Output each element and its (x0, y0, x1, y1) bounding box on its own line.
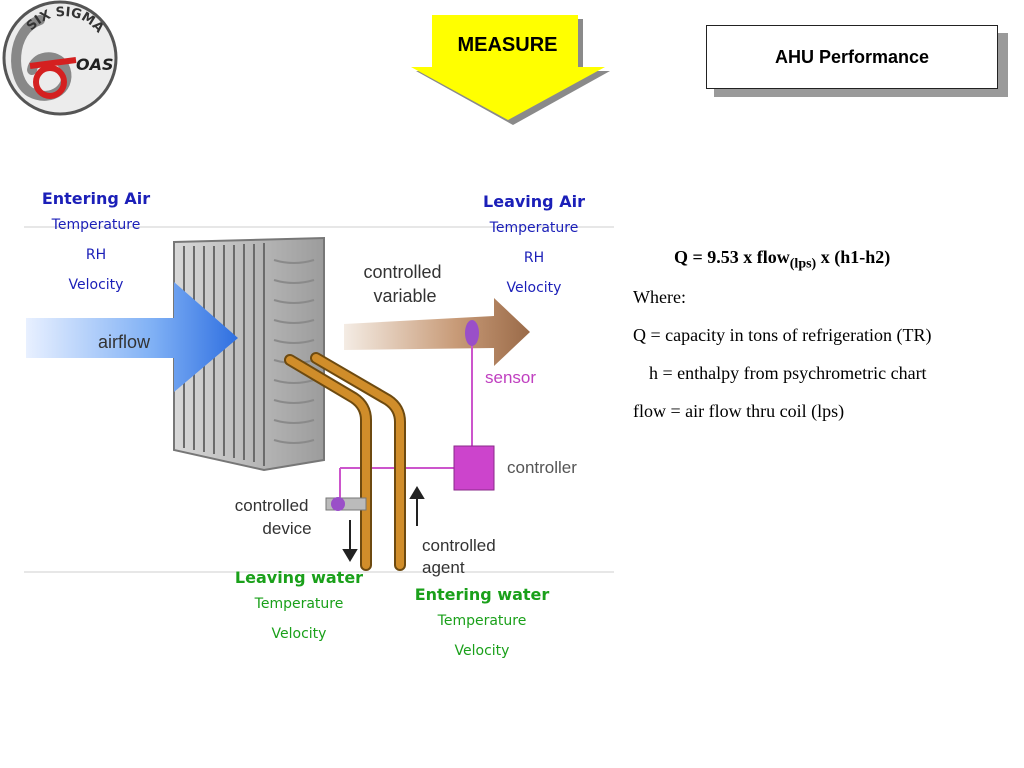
sensor-label: sensor (485, 368, 536, 387)
pipes-icon (284, 352, 406, 571)
formula-where: Where: (633, 286, 686, 307)
entering-air-velocity: Velocity (68, 277, 124, 293)
leaving-water-group: Leaving water Temperature Velocity (226, 567, 372, 649)
leaving-air-group: Leaving Air Temperature RH Velocity (476, 191, 592, 303)
leaving-water-heading: Leaving water (234, 568, 364, 587)
controller-icon (453, 445, 495, 491)
measure-banner (411, 15, 610, 125)
controlled-device-valve-icon (325, 497, 367, 511)
entering-air-heading: Entering Air (41, 189, 151, 208)
logo-side-text: OAS (76, 55, 114, 74)
controlled-agent-label: controlled agent (422, 536, 500, 577)
six-sigma-logo: SIX SIGMA OAS (2, 0, 118, 116)
airflow-arrow-icon (26, 282, 238, 392)
formula-block: Q = 9.53 x flow(lps) x (h1-h2) Where: Q … (633, 244, 1013, 430)
leaving-air-velocity: Velocity (506, 280, 562, 296)
controlled-device-label: controlled device (235, 496, 313, 538)
entering-water-group: Entering water Temperature Velocity (406, 584, 558, 666)
entering-water-heading: Entering water (414, 585, 550, 604)
entering-air-group: Entering Air Temperature RH Velocity (36, 188, 156, 300)
formula-q-definition: Q = capacity in tons of refrigeration (T… (633, 324, 932, 345)
airflow-label: airflow (98, 332, 151, 352)
formula-prefix: Q = 9.53 x flow (674, 247, 790, 267)
page-title: AHU Performance (774, 46, 930, 67)
title-box: AHU Performance (706, 25, 998, 89)
leaving-air-rh: RH (523, 250, 545, 266)
formula-h-definition: h = enthalpy from psychrometric chart (649, 362, 927, 383)
entering-air-temperature: Temperature (51, 217, 141, 233)
formula-suffix: x (h1-h2) (816, 247, 891, 267)
ahu-diagram: airflow sensor controlled variable contr… (24, 226, 614, 577)
entering-water-temperature: Temperature (437, 613, 527, 629)
sensor-icon (465, 320, 479, 346)
formula-sub: (lps) (789, 256, 817, 272)
measure-label: MEASURE (457, 34, 558, 56)
controller-label: controller (507, 458, 577, 477)
entering-air-rh: RH (85, 247, 107, 263)
leaving-air-arrow-icon (344, 298, 530, 366)
leaving-water-temperature: Temperature (254, 596, 344, 612)
entering-water-velocity: Velocity (454, 643, 510, 659)
leaving-air-temperature: Temperature (489, 220, 579, 236)
formula-flow-definition: flow = air flow thru coil (lps) (633, 400, 845, 421)
controlled-variable-label: controlled variable (363, 262, 446, 306)
leaving-air-heading: Leaving Air (483, 192, 585, 211)
leaving-water-velocity: Velocity (271, 626, 327, 642)
formula-equation: Q = 9.53 x flow(lps) x (h1-h2) (633, 244, 1013, 278)
